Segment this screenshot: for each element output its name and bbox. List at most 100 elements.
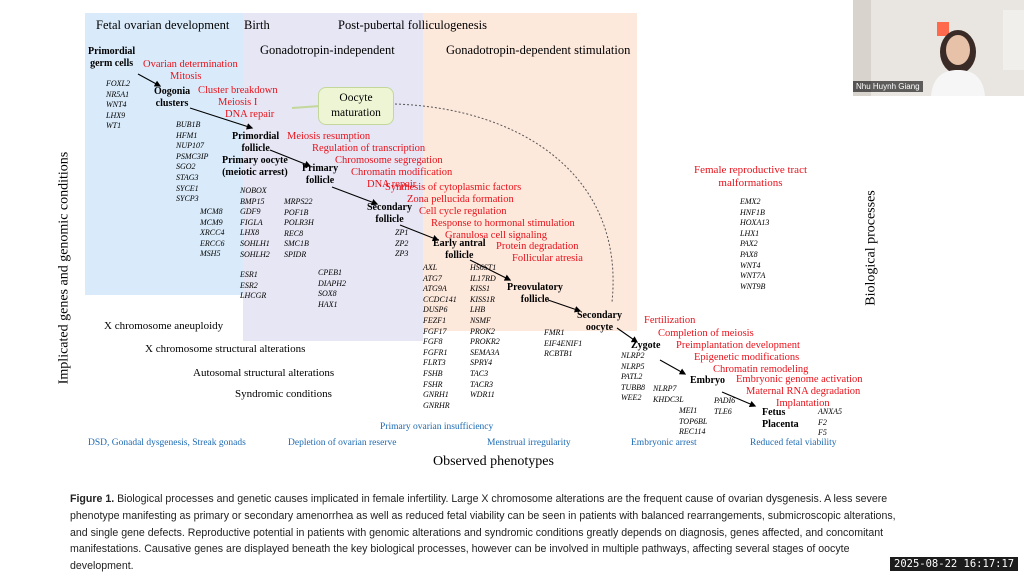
- gene-item: SPIDR: [284, 249, 307, 259]
- process-oogonia: Cluster breakdown Meiosis I DNA repair: [198, 85, 278, 120]
- stage-primary-follicle: Primary follicle: [302, 163, 339, 186]
- arrow-embryo-fetus: [721, 391, 757, 407]
- gene-item: TACR3: [470, 379, 493, 389]
- fetal-band: [85, 13, 243, 295]
- gene-item: ANXA5: [818, 407, 842, 416]
- axis-left-title: Implicated genes and genomic conditions: [56, 151, 72, 385]
- gene-item: ZP1: [395, 228, 409, 237]
- gene-item: SOX8: [318, 289, 337, 299]
- gene-item: MCM9: [200, 217, 223, 227]
- gene-item: RCBTB1: [544, 349, 573, 359]
- process-primordial: Meiosis resumption Regulation of transcr…: [287, 131, 453, 190]
- gene-item: PAX2: [740, 239, 758, 249]
- gene-item: BMP15: [240, 196, 265, 206]
- arrow-pgc-oogonia: [137, 73, 162, 87]
- gene-item: PAX8: [740, 249, 758, 259]
- gene-item: BUB1B: [176, 120, 201, 129]
- participant-video[interactable]: [853, 0, 1024, 96]
- gene-item: MSH5: [200, 249, 221, 259]
- gene-item: REC8: [284, 228, 304, 238]
- gene-item: LHCGR: [240, 291, 267, 301]
- gene-item: FSHB: [423, 368, 443, 378]
- gene-item: ESR2: [240, 280, 258, 290]
- stage-secondary-follicle: Secondary follicle: [367, 202, 412, 225]
- gene-item: SYCP3: [176, 194, 199, 204]
- axis-bottom-title: Observed phenotypes: [433, 454, 554, 469]
- gene-item: SEMA3A: [470, 347, 500, 357]
- gene-item: ZP3: [395, 249, 409, 259]
- gene-item: SOHLH2: [240, 249, 270, 259]
- stage-placenta: Placenta: [762, 419, 799, 430]
- gene-item: SGO2: [176, 162, 196, 172]
- condition-x-structural: X chromosome structural alterations: [145, 343, 306, 355]
- gene-item: HNF1B: [740, 207, 765, 217]
- participant-name: Nhu Huynh Giang: [853, 81, 923, 92]
- process-pgc: Ovarian determination Mitosis: [143, 59, 238, 82]
- stage-embryo: Embryo: [690, 375, 725, 386]
- stage-fetus: Fetus: [762, 407, 786, 418]
- stage-primordial-germ-cells: Primordial germ cells: [88, 46, 136, 69]
- gene-item: KISS1R: [470, 294, 495, 304]
- phase-gonadotropin-dependent: Gonadotropin-dependent stimulation: [446, 43, 631, 57]
- gene-item: SOHLH1: [240, 238, 270, 248]
- axis-right-title: Biological processes: [863, 190, 879, 306]
- stage-secondary-oocyte: Secondary oocyte: [577, 310, 622, 333]
- gene-item: NOBOX: [240, 186, 267, 195]
- gene-item: PATL2: [621, 372, 643, 382]
- gene-item: GNRHR: [423, 400, 450, 410]
- gene-item: NLRP5: [621, 361, 645, 371]
- gene-item: F5: [818, 428, 827, 438]
- gene-item: WNT7A: [740, 271, 766, 281]
- arrow-preovulatory-secondary-oocyte: [547, 299, 582, 313]
- gene-item: MCM8: [200, 207, 223, 216]
- gene-item: PSMC3IP: [176, 151, 209, 161]
- phase-post-pubertal: Post-pubertal folliculogenesis: [338, 18, 487, 32]
- maturation-pointer: [291, 105, 321, 109]
- gene-item: IL17RD: [470, 273, 496, 283]
- gene-item: TOP6BL: [679, 416, 708, 426]
- timestamp: 2025-08-22 16:17:17: [890, 557, 1019, 571]
- stage-primary-oocyte: Primary oocyte (meiotic arrest): [222, 155, 288, 178]
- gonadotropin-dependent-band: [423, 13, 637, 331]
- gene-item: FLRT3: [423, 358, 446, 368]
- phenotype-poi: Primary ovarian insufficiency: [380, 422, 494, 432]
- gene-item: ATG9A: [423, 284, 447, 294]
- phenotype-dsd: DSD, Gonadal dysgenesis, Streak gonads: [88, 438, 246, 448]
- gene-item: LHX8: [240, 228, 260, 238]
- stage-preovulatory-follicle: Preovulatory follicle: [507, 282, 563, 305]
- gene-item: DIAPH2: [318, 278, 346, 288]
- maturation-line-1: Oocyte: [339, 92, 373, 104]
- process-primary: Synthesis of cytoplasmic factors Zona pe…: [385, 182, 522, 205]
- gene-item: MRPS22: [284, 197, 313, 206]
- arrow-secondary-antral: [399, 224, 440, 242]
- gene-item: FGF8: [423, 337, 443, 347]
- gene-item: WEE2: [621, 393, 642, 403]
- oocyte-maturation-box: Oocyte maturation: [318, 87, 394, 125]
- condition-autosomal: Autosomal structural alterations: [193, 367, 335, 379]
- gene-item: NLRP2: [621, 351, 645, 360]
- phenotype-embryonic-arrest: Embryonic arrest: [631, 438, 697, 448]
- gene-item: REC114: [679, 427, 706, 437]
- gene-item: HFM1: [176, 130, 198, 140]
- gene-item: KISS1: [470, 284, 490, 294]
- gene-item: EMX2: [740, 197, 761, 206]
- gene-item: NR5A1: [106, 89, 130, 99]
- process-reproductive-tract: Female reproductive tract malformations: [694, 164, 808, 189]
- gene-item: NSMF: [470, 315, 491, 325]
- arrow-oogonia-primordial: [189, 107, 254, 130]
- gene-item: WNT4: [106, 100, 127, 110]
- gene-item: F2: [818, 417, 827, 427]
- gene-item: WNT9B: [740, 281, 766, 291]
- gene-item: FGFR1: [423, 347, 448, 357]
